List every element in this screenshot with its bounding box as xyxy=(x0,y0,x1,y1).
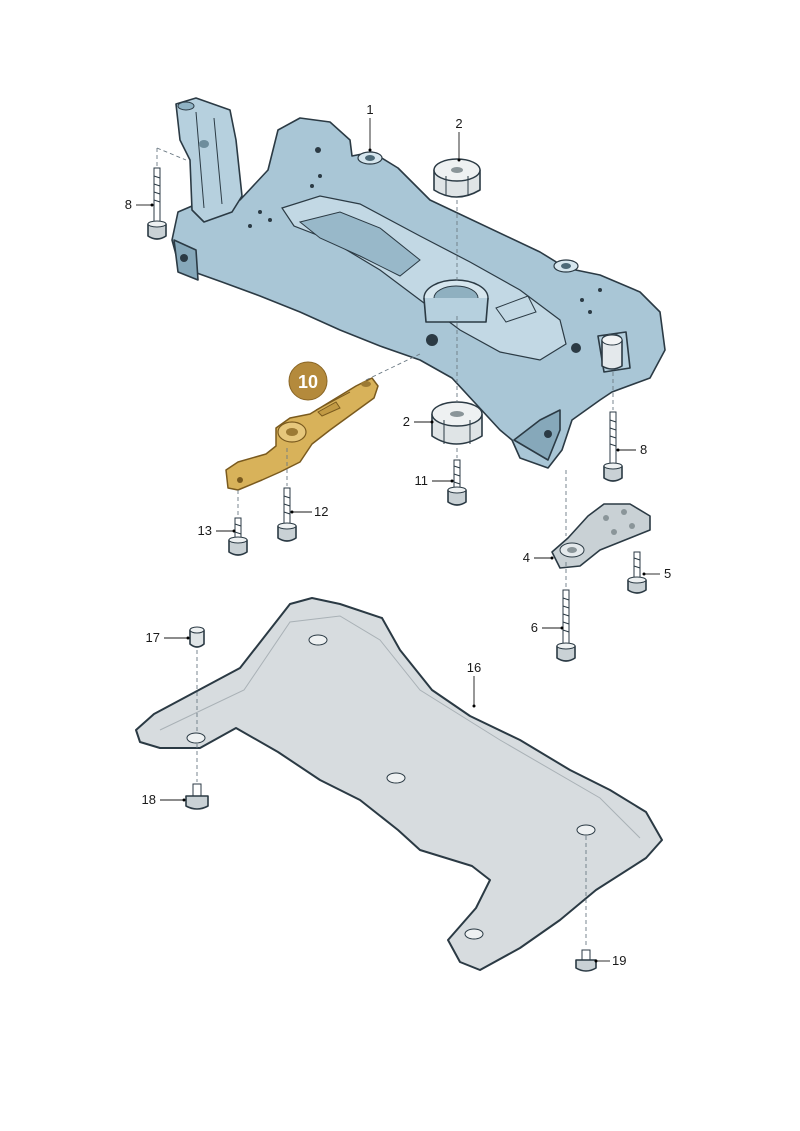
bolt-12 xyxy=(277,487,297,542)
bolt-8-left xyxy=(147,167,167,240)
bolt-13 xyxy=(228,517,248,556)
badge-label-10: 10 xyxy=(298,372,318,392)
sleeve-right xyxy=(601,334,623,370)
callout-6: 6 xyxy=(531,620,538,635)
callout-8-left: 8 xyxy=(125,197,132,212)
callout-badge-10: 10 xyxy=(288,361,328,401)
bolt-5 xyxy=(627,551,647,594)
subframe xyxy=(171,97,666,469)
torque-rod-highlighted xyxy=(225,377,379,491)
callout-11: 11 xyxy=(415,473,429,488)
mount-plate xyxy=(551,503,651,569)
callout-19: 19 xyxy=(612,953,626,968)
callout-16: 16 xyxy=(467,660,481,675)
callout-5: 5 xyxy=(664,566,671,581)
screw-19 xyxy=(575,949,597,972)
callout-2-upper: 2 xyxy=(455,116,462,131)
alignment-lines xyxy=(156,147,614,948)
callout-4: 4 xyxy=(523,550,530,565)
callout-8-right: 8 xyxy=(640,442,647,457)
bushing-lower xyxy=(431,401,483,445)
bolt-8-right xyxy=(603,411,623,482)
callouts: 1 2 2 4 5 6 8 8 11 12 13 16 17 18 19 xyxy=(125,102,671,968)
underbody-shield xyxy=(135,597,663,971)
callout-1: 1 xyxy=(366,102,373,117)
callout-17: 17 xyxy=(146,630,160,645)
bushing-upper xyxy=(433,158,481,198)
callout-12: 12 xyxy=(314,504,328,519)
callout-13: 13 xyxy=(198,523,212,538)
callout-2-lower: 2 xyxy=(403,414,410,429)
callout-18: 18 xyxy=(142,792,156,807)
clip-17 xyxy=(189,626,205,648)
screw-18 xyxy=(185,783,209,810)
bolt-6 xyxy=(556,589,576,662)
bolt-11 xyxy=(447,459,467,506)
